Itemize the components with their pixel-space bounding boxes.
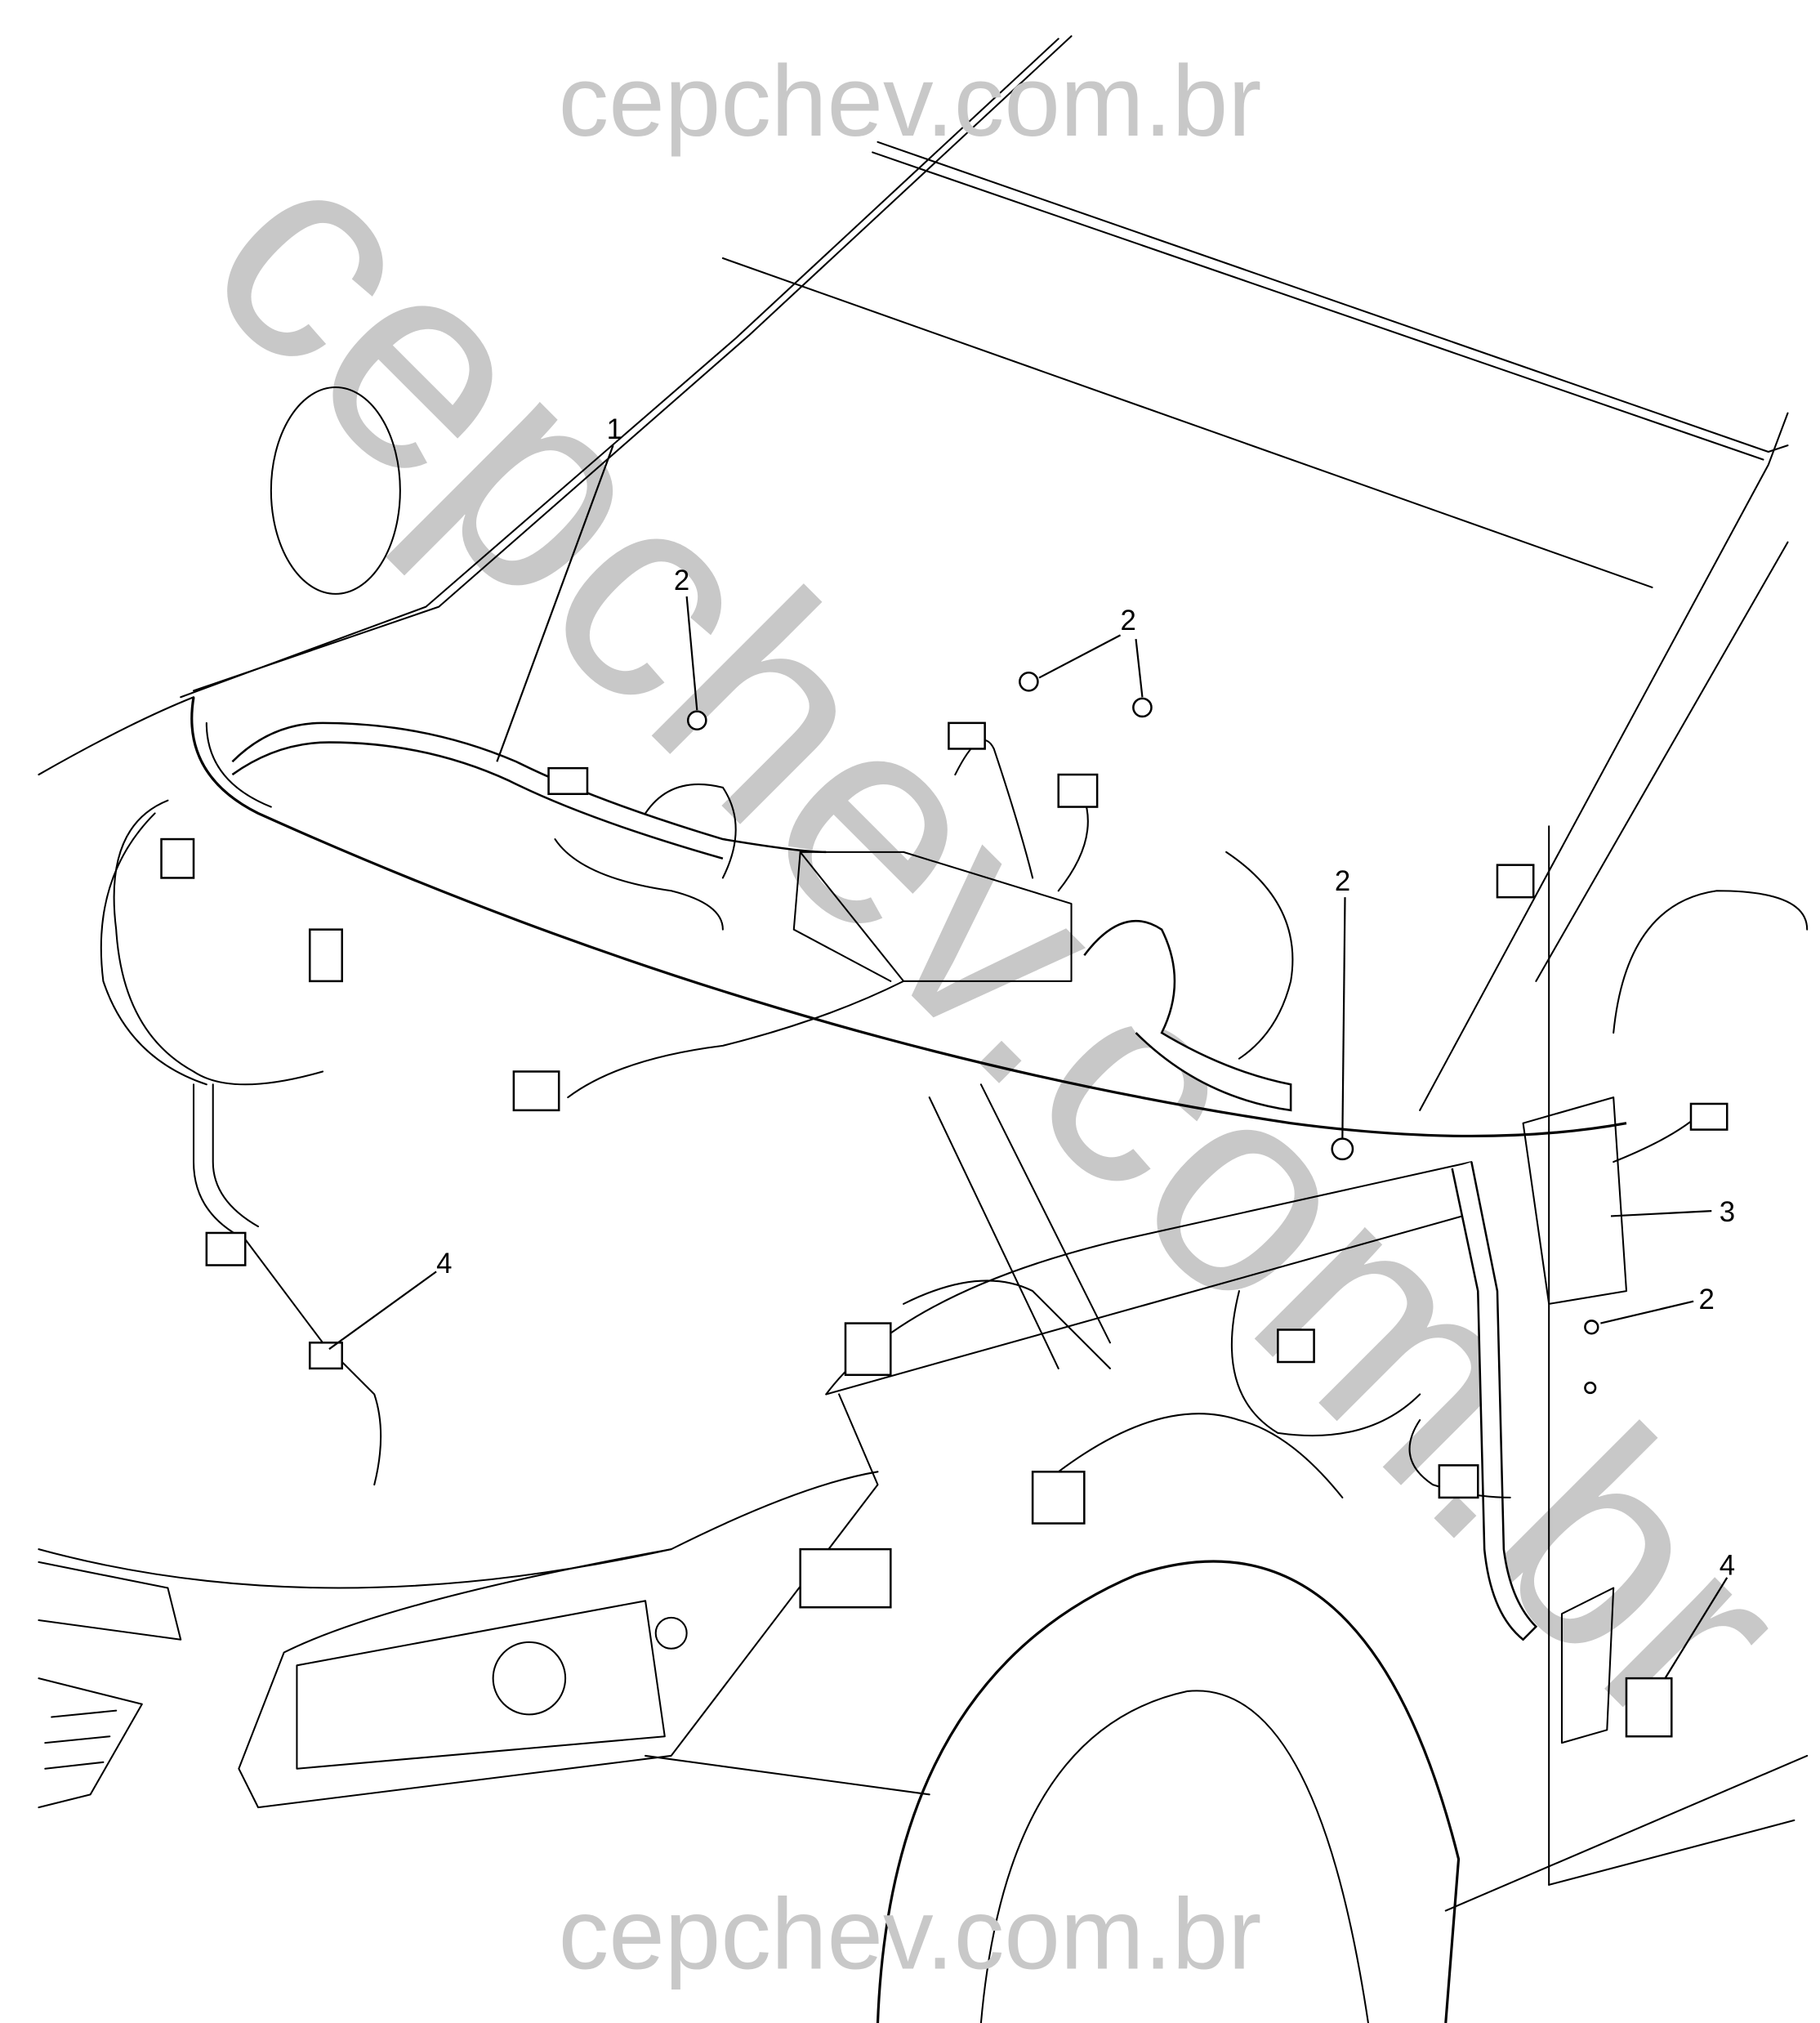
- callout-3: 3: [1720, 1197, 1735, 1228]
- watermark-diagonal: cepchev.com.br: [148, 88, 1820, 1790]
- vehicle-outline: [38, 35, 1809, 2023]
- callout-4: 4: [1720, 1551, 1735, 1582]
- watermark-bottom: cepchev.com.br: [559, 1878, 1262, 1991]
- callout-2: 2: [674, 565, 689, 596]
- wiring-harness: [100, 671, 1729, 1738]
- callout-2: 2: [1698, 1284, 1714, 1315]
- callout-1: 1: [607, 414, 622, 445]
- callout-4: 4: [436, 1248, 452, 1279]
- callout-2: 2: [1335, 866, 1350, 897]
- callouts: 1 2 2 2 3 2 4 4 2: [328, 414, 1735, 1679]
- watermark-top: cepchev.com.br: [559, 45, 1262, 158]
- callout-2: 2: [1121, 605, 1136, 636]
